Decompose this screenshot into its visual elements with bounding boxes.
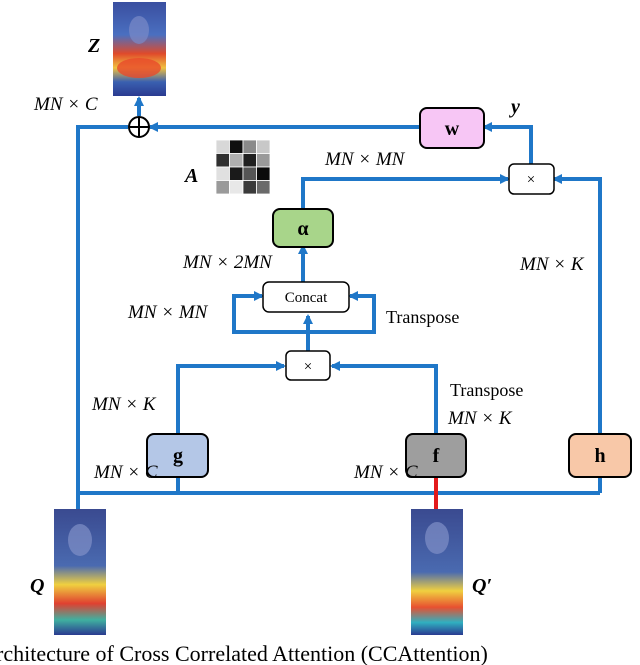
matrix-cell <box>215 139 230 154</box>
q-prime-image <box>411 509 463 635</box>
connections <box>76 96 605 510</box>
q-to-plus-line <box>76 125 128 510</box>
matrix-cell <box>256 180 271 195</box>
matrix-cell <box>229 139 244 154</box>
z-label: Z <box>87 35 100 57</box>
mult-top-label: × <box>527 172 535 188</box>
dim-mn-2mn: MN × 2MN <box>182 252 273 273</box>
concat-label: Concat <box>285 290 328 306</box>
attention-matrix-a <box>215 139 271 195</box>
transpose-concat-label: Transpose <box>386 307 459 327</box>
mult-mid-label: × <box>304 359 312 375</box>
dim-mn-c-top: MN × C <box>33 94 98 115</box>
matrix-cell <box>215 166 230 181</box>
matrix-cell <box>229 180 244 195</box>
dim-mn-k-mid: MN × K <box>447 408 513 429</box>
alpha-to-mult-line <box>301 174 510 210</box>
f-to-mult-line <box>330 361 438 435</box>
matrix-cell <box>256 166 271 181</box>
h-to-mult-line <box>552 174 602 435</box>
matrix-cell <box>256 139 271 154</box>
matrix-cell <box>215 153 230 168</box>
z-image <box>113 2 166 96</box>
matrix-cell <box>229 153 244 168</box>
dim-mn-c-bottom-left: MN × C <box>93 462 158 483</box>
dim-mn-mn-top: MN × MN <box>324 149 406 170</box>
h-label: h <box>594 445 605 467</box>
mult-top-node: × <box>508 163 555 195</box>
a-label: A <box>183 165 198 187</box>
dim-mn-k-left: MN × K <box>91 394 157 415</box>
matrix-cell <box>229 166 244 181</box>
alpha-node: α <box>272 208 334 248</box>
concat-node: Concat <box>262 281 350 313</box>
w-node: w <box>419 107 485 149</box>
matrix-cell <box>242 180 257 195</box>
matrix-cell <box>242 166 257 181</box>
h-node: h <box>568 433 632 478</box>
q-label: Q <box>30 575 44 597</box>
y-label: y <box>509 96 520 118</box>
g-node: g <box>146 433 209 478</box>
g-label: g <box>173 445 183 467</box>
w-label: w <box>445 118 460 140</box>
concat-loop-right <box>308 291 376 334</box>
matrix-cell <box>215 180 230 195</box>
f-label: f <box>433 445 440 467</box>
dim-mn-c-bottom-mid: MN × C <box>353 462 418 483</box>
dim-mn-k-right: MN × K <box>519 254 585 275</box>
alpha-label: α <box>297 218 308 240</box>
figure-caption: rchitecture of Cross Correlated Attentio… <box>0 641 488 665</box>
matrix-cell <box>256 153 271 168</box>
transpose-f-label: Transpose <box>450 380 523 400</box>
f-node: f <box>405 433 467 478</box>
matrix-cell <box>242 153 257 168</box>
plus-node <box>128 116 150 138</box>
q-image <box>54 509 106 635</box>
concat-loop-left <box>232 291 308 334</box>
q-prime-label: Q′ <box>472 575 492 597</box>
mult-mid-node: × <box>285 350 331 381</box>
dim-mn-mn-left: MN × MN <box>127 302 209 323</box>
matrix-cell <box>242 139 257 154</box>
mult-to-w-line <box>482 122 533 164</box>
g-to-mult-line <box>176 361 286 435</box>
